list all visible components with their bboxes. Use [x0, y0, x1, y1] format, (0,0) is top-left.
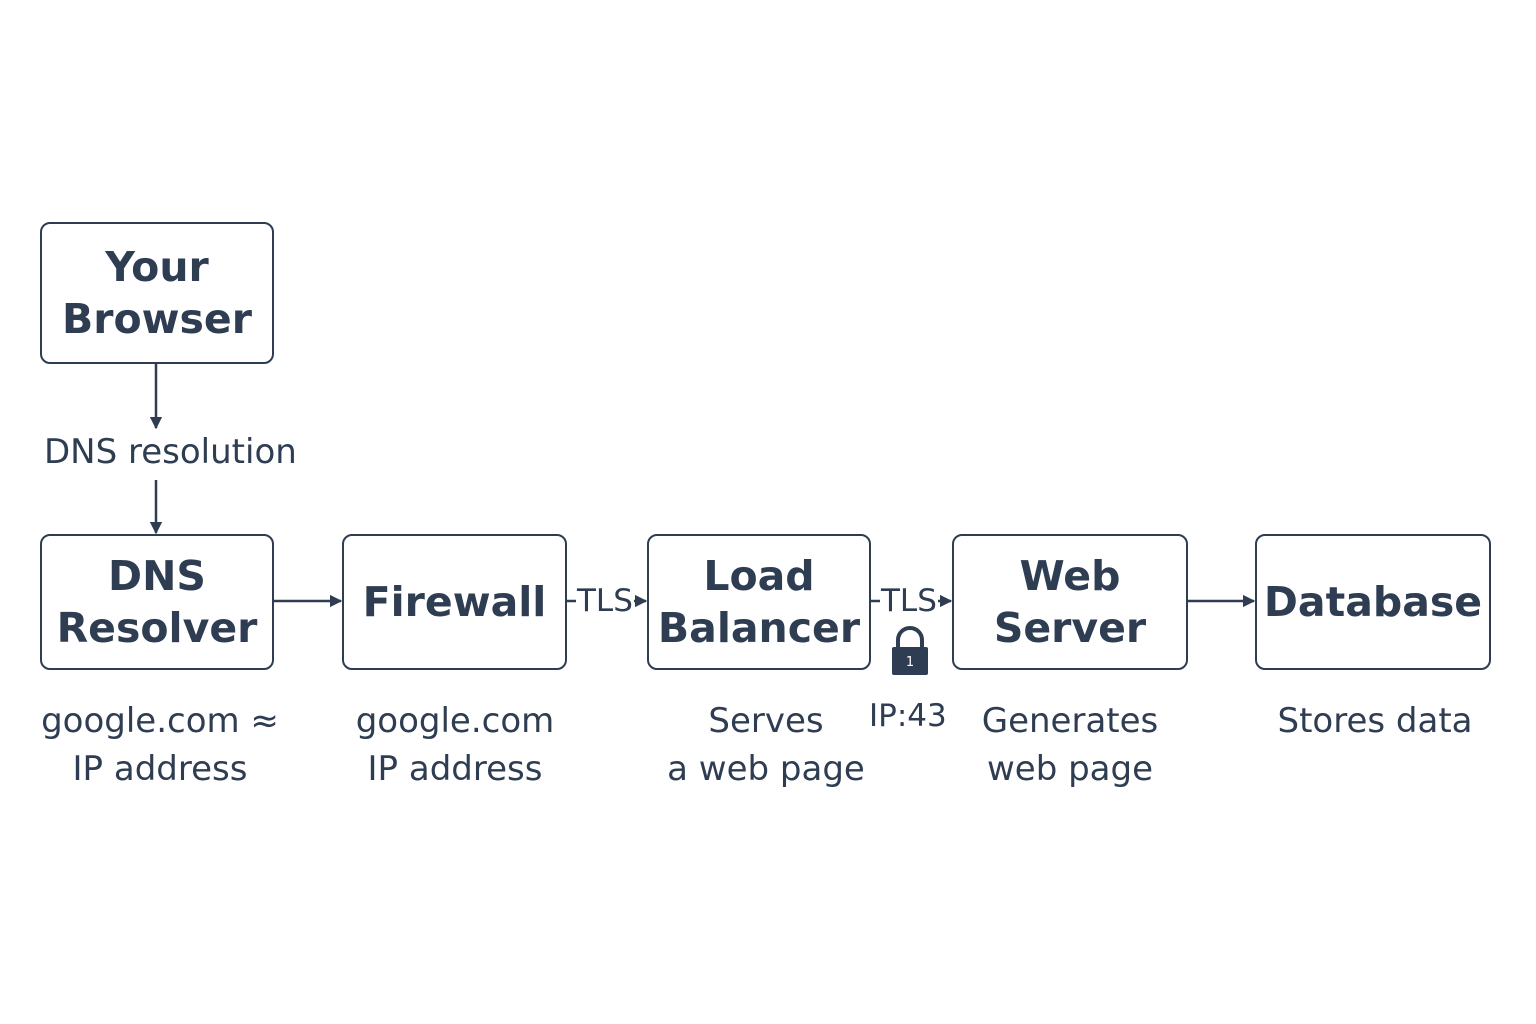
dns-resolution-label: DNS resolution [44, 432, 297, 472]
web-server-node-label: Web Server [993, 552, 1147, 652]
dns-resolver-node-label: DNS Resolver [56, 552, 258, 652]
firewall-node-label: Firewall [362, 578, 547, 626]
firewall-node: Firewall [342, 534, 567, 670]
dns-resolver-node: DNS Resolver [40, 534, 274, 670]
browser-node-label: Your Browser [62, 243, 252, 343]
web-server-caption: Generates web page [981, 701, 1159, 789]
web-server-node: Web Server [952, 534, 1188, 670]
load-balancer-node: Load Balancer [647, 534, 871, 670]
firewall-caption: google.com IP address [355, 701, 555, 789]
dns-resolver-caption: google.com ≈ IP address [41, 701, 279, 789]
load-balancer-node-label: Load Balancer [657, 552, 861, 652]
browser-node: Your Browser [40, 222, 274, 364]
tls-label-lb-web: TLS [880, 583, 938, 619]
port-label: IP:43 [869, 698, 947, 734]
lock-icon: 1 [892, 626, 928, 675]
database-node-label: Database [1263, 578, 1483, 626]
load-balancer-caption: Serves a web page [667, 701, 865, 789]
database-caption: Stores data [1277, 701, 1473, 741]
tls-label-firewall-lb: TLS [576, 583, 634, 619]
lock-digit: 1 [906, 655, 914, 670]
database-node: Database [1255, 534, 1491, 670]
